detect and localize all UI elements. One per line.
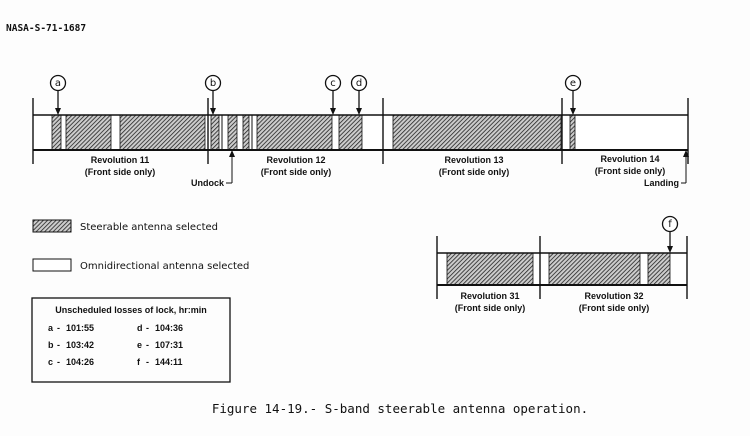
arrow-down-icon	[330, 108, 336, 115]
marker-label: d	[356, 78, 362, 89]
undock-label: Undock	[191, 178, 225, 188]
rev32-note: (Front side only)	[579, 303, 650, 313]
rev11-title: Revolution 11	[91, 155, 150, 165]
arrow-down-icon	[210, 108, 216, 115]
legend-steerable-label: Steerable antenna selected	[80, 222, 218, 233]
marker-circle	[661, 215, 679, 233]
loss-entry-time: 144:11	[155, 357, 183, 367]
steerable-segment	[119, 114, 206, 151]
loss-entry-id: c	[48, 357, 53, 367]
document-id: NASA-S-71-1687	[6, 23, 86, 34]
marker-b: b	[204, 74, 222, 115]
legend-omni-swatch	[32, 258, 72, 272]
loss-entry: c-104:26	[48, 357, 94, 367]
steerable-segment	[256, 114, 333, 151]
rev31-title: Revolution 31	[460, 291, 519, 301]
rev12-note: (Front side only)	[261, 167, 332, 177]
loss-entry-time: 107:31	[155, 340, 183, 350]
marker-f: f	[661, 215, 679, 253]
marker-label: e	[570, 78, 576, 89]
svg-text:-: -	[57, 323, 60, 333]
marker-circle	[324, 74, 342, 92]
losses-table-title: Unscheduled losses of lock, hr:min	[55, 305, 207, 315]
top-timeline	[32, 98, 689, 184]
marker-label: f	[668, 219, 672, 230]
rev14-note: (Front side only)	[595, 166, 666, 176]
marker-e: e	[564, 74, 582, 115]
loss-entry-id: e	[137, 340, 142, 350]
landing-label: Landing	[644, 178, 679, 188]
marker-circle	[350, 74, 368, 92]
rev13-title: Revolution 13	[444, 155, 503, 165]
loss-entry: b-103:42	[48, 340, 94, 350]
steerable-segment	[338, 114, 363, 151]
steerable-segment	[446, 252, 534, 286]
marker-a: a	[49, 74, 67, 115]
marker-circle	[204, 74, 222, 92]
bottom-timeline	[436, 236, 688, 299]
steerable-segment	[210, 114, 220, 151]
steerable-segment	[51, 114, 62, 151]
rev31-note: (Front side only)	[455, 303, 526, 313]
svg-text:-: -	[57, 340, 60, 350]
marker-circle	[49, 74, 67, 92]
legend-steerable-swatch	[32, 219, 72, 233]
marker-d: d	[350, 74, 368, 115]
marker-circle	[564, 74, 582, 92]
rev32-title: Revolution 32	[584, 291, 643, 301]
loss-entry: d-104:36	[137, 323, 183, 333]
loss-entry: a-101:55	[48, 323, 94, 333]
arrow-down-icon	[570, 108, 576, 115]
svg-text:-: -	[146, 340, 149, 350]
loss-entry-id: f	[137, 357, 141, 367]
marker-label: b	[210, 78, 216, 89]
arrow-down-icon	[667, 246, 673, 253]
rev14-title: Revolution 14	[600, 154, 659, 164]
arrow-down-icon	[356, 108, 362, 115]
steerable-segment	[548, 252, 641, 286]
arrow-down-icon	[55, 108, 61, 115]
loss-entry-id: b	[48, 340, 54, 350]
marker-label: a	[55, 78, 61, 89]
loss-entry-time: 104:26	[66, 357, 94, 367]
steerable-segment	[65, 114, 112, 151]
loss-entry-time: 104:36	[155, 323, 183, 333]
figure-caption: Figure 14-19.- S-band steerable antenna …	[212, 401, 588, 416]
steerable-segment	[242, 114, 250, 151]
marker-c: c	[324, 74, 342, 115]
loss-entry-time: 103:42	[66, 340, 94, 350]
loss-entry: e-107:31	[137, 340, 183, 350]
steerable-segment	[647, 252, 671, 286]
steerable-segment	[392, 114, 562, 151]
loss-markers: a b c d e f	[49, 74, 679, 253]
rev11-note: (Front side only)	[85, 167, 156, 177]
loss-entry-id: d	[137, 323, 143, 333]
legend-omni-label: Omnidirectional antenna selected	[80, 261, 249, 272]
loss-entry-id: a	[48, 323, 54, 333]
marker-label: c	[330, 78, 336, 89]
svg-text:-: -	[57, 357, 60, 367]
losses-table: Unscheduled losses of lock, hr:min a-101…	[31, 297, 231, 383]
rev12-title: Revolution 12	[266, 155, 325, 165]
steerable-segment	[227, 114, 238, 151]
svg-text:-: -	[146, 323, 149, 333]
steerable-segment	[569, 114, 576, 151]
rev13-note: (Front side only)	[439, 167, 510, 177]
svg-text:-: -	[146, 357, 149, 367]
loss-entry-time: 101:55	[66, 323, 94, 333]
loss-entry: f-144:11	[137, 357, 183, 367]
